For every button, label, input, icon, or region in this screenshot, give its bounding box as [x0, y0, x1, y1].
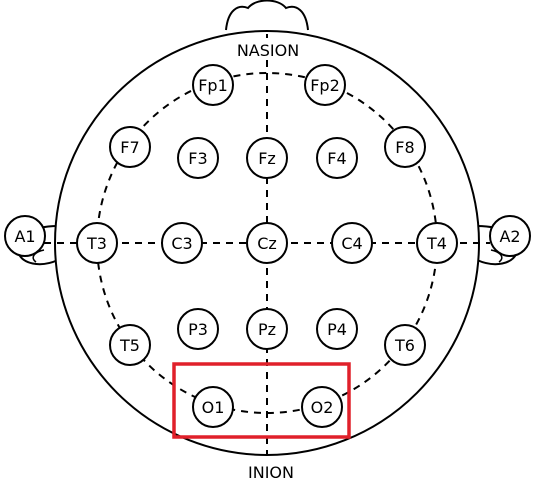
electrode-f7 — [109, 126, 151, 168]
electrode-label-t6: T6 — [394, 336, 415, 355]
electrode-t4 — [416, 222, 458, 264]
electrode-fp1 — [192, 64, 234, 106]
electrode-label-t5: T5 — [119, 336, 140, 355]
left-ear-inner — [32, 249, 45, 263]
highlight-box — [172, 362, 351, 439]
electrode-p4 — [316, 308, 358, 350]
electrode-a2 — [489, 215, 531, 257]
electrode-label-f8: F8 — [395, 138, 414, 157]
electrode-label-p3: P3 — [188, 320, 208, 339]
inion-label: INION — [248, 463, 294, 482]
electrode-label-o1: O1 — [202, 398, 225, 417]
electrode-label-a1: A1 — [14, 227, 35, 246]
electrode-c4 — [331, 222, 373, 264]
electrode-fp2 — [304, 64, 346, 106]
electrode-label-t3: T3 — [86, 234, 107, 253]
nasion-label: NASION — [237, 41, 299, 60]
electrode-f3 — [177, 137, 219, 179]
electrode-p3 — [177, 308, 219, 350]
electrode-label-fp1: Fp1 — [198, 76, 228, 95]
electrode-label-o2: O2 — [311, 398, 334, 417]
nasion-label-bg — [230, 38, 306, 60]
electrode-f4 — [316, 137, 358, 179]
electrode-label-c4: C4 — [341, 234, 362, 253]
electrode-label-f3: F3 — [188, 149, 207, 168]
electrode-label-p4: P4 — [327, 320, 347, 339]
electrode-t5 — [109, 324, 151, 366]
right-ear-inner — [490, 249, 503, 263]
electrode-label-c3: C3 — [171, 234, 192, 253]
electrode-label-f7: F7 — [120, 138, 139, 157]
electrode-label-pz: Pz — [258, 320, 276, 339]
electrode-fz — [246, 137, 288, 179]
electrode-o2 — [301, 386, 343, 428]
electrode-pz — [246, 308, 288, 350]
nose — [225, 0, 309, 31]
electrode-c3 — [161, 222, 203, 264]
electrode-t6 — [384, 324, 426, 366]
electrode-label-fz: Fz — [258, 149, 276, 168]
electrode-a1 — [4, 215, 46, 257]
electrode-f8 — [384, 126, 426, 168]
electrode-label-a2: A2 — [499, 227, 520, 246]
electrode-label-t4: T4 — [426, 234, 447, 253]
electrode-o1 — [192, 386, 234, 428]
electrode-label-fp2: Fp2 — [310, 76, 340, 95]
electrode-label-f4: F4 — [327, 149, 346, 168]
electrode-label-cz: Cz — [257, 234, 277, 253]
electrode-t3 — [76, 222, 118, 264]
electrode-cz — [246, 222, 288, 264]
